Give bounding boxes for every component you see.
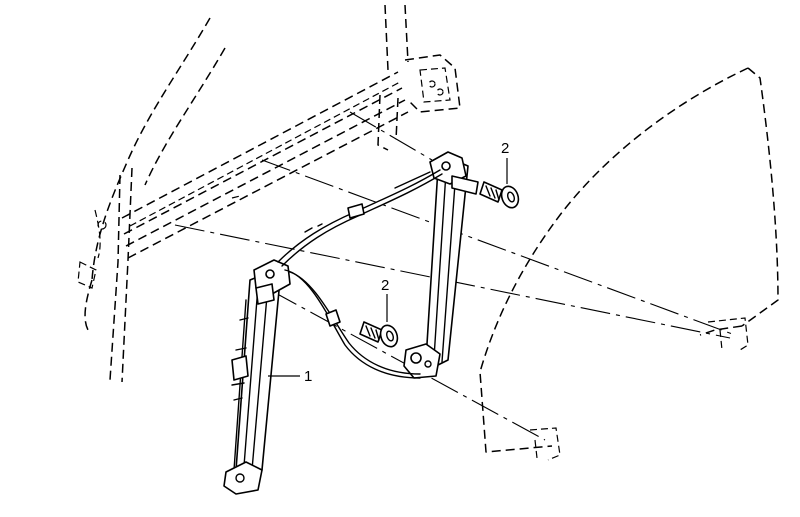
callout-1: 1 [268, 368, 312, 385]
screw-upper [479, 181, 520, 209]
callout-2-lower: 2 [381, 277, 389, 322]
door-frame-outline [77, 4, 461, 383]
door-glass-outline [479, 67, 779, 461]
callout-label-window-regulator: 1 [304, 368, 312, 385]
callout-label-screw-upper: 2 [501, 140, 509, 157]
callout-2-upper: 2 [501, 140, 509, 184]
window-regulator [223, 151, 479, 495]
callout-label-screw-lower: 2 [381, 277, 389, 294]
screw-lower [359, 321, 399, 348]
